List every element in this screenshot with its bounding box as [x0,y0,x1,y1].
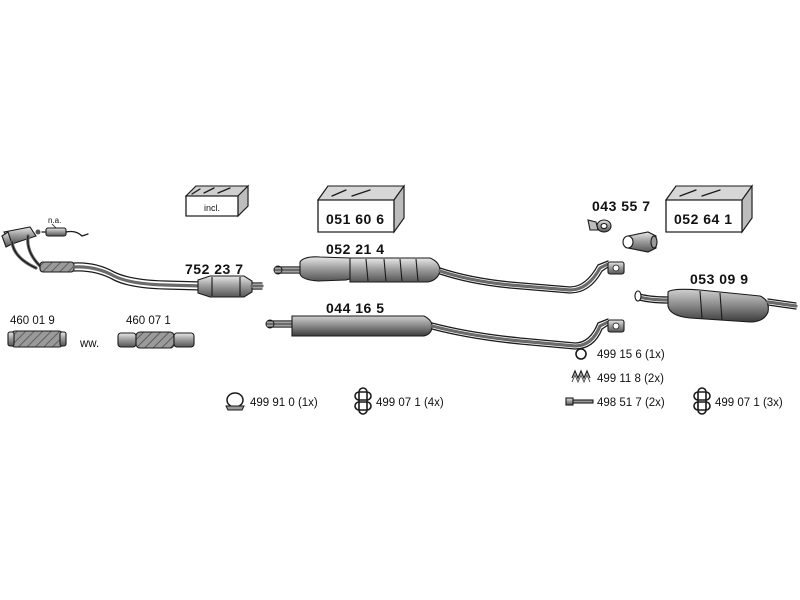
bolt-icon [565,397,594,406]
label-middle-silencer-b: 044 16 5 [326,300,385,316]
label-flex-2: 460 07 1 [126,315,171,327]
label-na: n.a. [48,216,61,225]
label-rear-silencer: 053 09 9 [690,271,749,287]
label-middle-silencer-a: 052 21 4 [326,241,385,257]
mounting-kit-box-center [316,184,406,234]
rubber-mount-icon-left [354,387,372,415]
flex-pipe-460019 [7,330,67,348]
label-kit-center: 051 60 6 [326,211,385,227]
label-bolt: 498 51 7 (2x) [597,397,665,409]
middle-silencer-044165 [265,315,625,350]
mounting-kit-box-rear [664,184,754,234]
label-clamp: 499 91 0 (1x) [250,397,318,409]
catalytic-converter [197,275,264,298]
label-kit-rear: 052 64 1 [674,211,733,227]
label-flex-1: 460 01 9 [10,315,55,327]
label-incl: incl. [204,203,220,213]
label-spring: 499 11 8 (2x) [597,373,664,385]
front-pipe [1,226,204,291]
label-rubber-right: 499 07 1 (3x) [715,397,783,409]
incl-mounting-kit-box [184,184,250,218]
label-ww: ww. [79,338,99,350]
label-clamp-kit: 043 55 7 [592,198,651,214]
spring-icon [571,369,591,384]
label-ring: 499 15 6 (1x) [597,349,665,361]
middle-silencer-052214 [273,256,625,294]
label-catalyst: 752 23 7 [185,261,244,277]
label-rubber-left: 499 07 1 (4x) [376,397,444,409]
lambda-sensor [35,223,89,237]
pipe-clamp-icon [225,392,245,411]
pipe-clamp-connector [587,219,658,253]
rear-silencer [634,288,798,323]
rubber-mount-icon-right [693,387,711,415]
ring-gasket-icon [575,348,587,360]
flex-pipe-460071 [117,331,195,349]
